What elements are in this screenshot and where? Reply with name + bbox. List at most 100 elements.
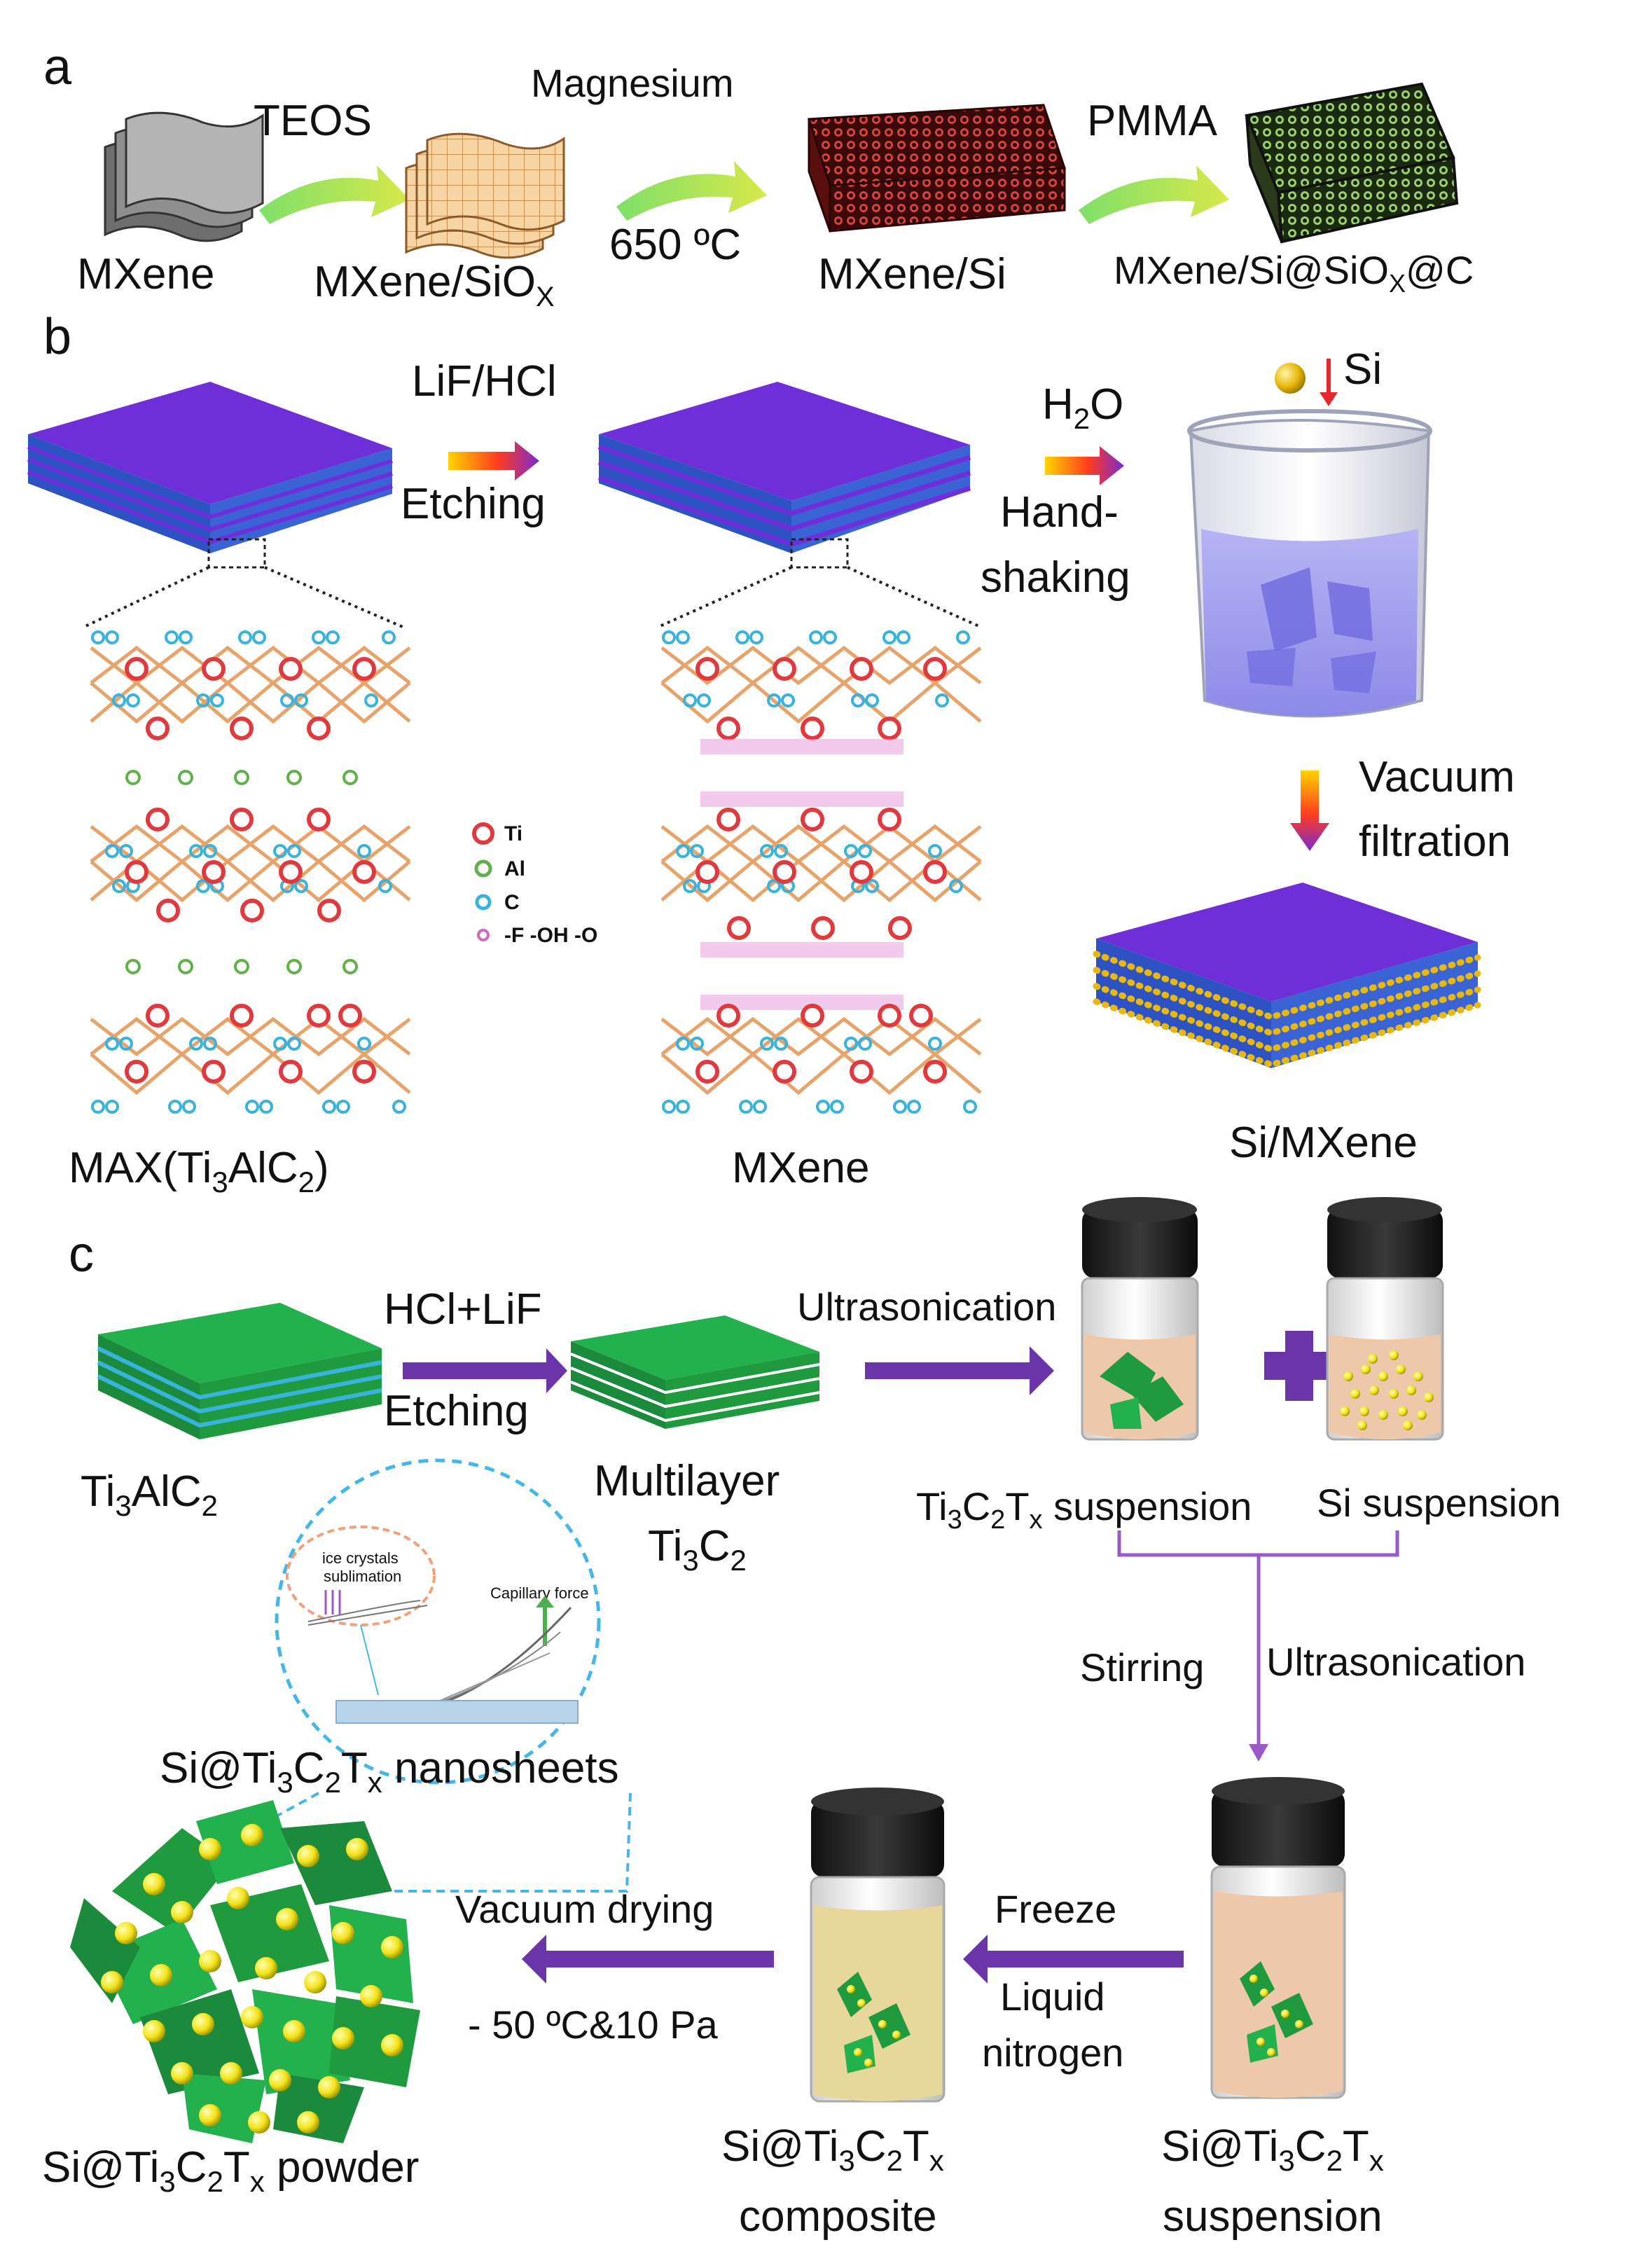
label-hand: Hand- <box>1000 488 1119 537</box>
legend-c-swatch <box>475 894 492 911</box>
label-vacuum-drying: Vacuum drying <box>455 1887 714 1931</box>
legend-al: Al <box>504 857 525 880</box>
inset-capillary-force: Capillary force <box>490 1584 589 1602</box>
label-nitrogen: nitrogen <box>982 2031 1123 2075</box>
label-ultrasonication-top: Ultrasonication <box>797 1285 1056 1329</box>
legend-ti: Ti <box>504 822 522 845</box>
panel-b: b LiF/HCl Etching H2O Hand <box>27 309 1515 1198</box>
label-mxene-a: MXene <box>77 250 214 298</box>
zoom-box-mxene <box>790 538 849 569</box>
inset-sublimation: sublimation <box>324 1568 401 1585</box>
panel-c-letter: c <box>69 1226 94 1282</box>
panel-a: a MXene TEOS MXene/SiOX Magnesium 650 ºC <box>43 39 1474 312</box>
mxene-block-2 <box>660 791 982 957</box>
mxene-block-3 <box>660 995 982 1114</box>
label-etching-b: Etching <box>401 480 546 528</box>
mxene-sheets-icon <box>104 111 264 242</box>
label-h2o: H2O <box>1042 380 1123 435</box>
max-block-2 <box>90 808 411 922</box>
label-ti3alc2: Ti3AlC2 <box>81 1467 218 1522</box>
legend-al-swatch <box>474 859 492 878</box>
label-650c: 650 ºC <box>609 221 741 269</box>
panel-c: c Ti3AlC2 HCl+LiF Etching Multilayer Ti3… <box>42 1197 1561 2241</box>
al-layer-2 <box>125 959 358 974</box>
label-composite: composite <box>739 2192 937 2241</box>
legend-ti-swatch <box>472 822 494 845</box>
label-suspension-formula: Si@Ti3C2Tx <box>1161 2122 1384 2177</box>
label-lif-hcl: LiF/HCl <box>412 357 557 406</box>
green-curved-arrow-2-icon <box>616 161 767 221</box>
label-mxene-si: MXene/Si <box>818 250 1006 298</box>
legend-f-oh-o: -F -OH -O <box>504 924 597 947</box>
fire-arrow-down-icon <box>1290 770 1329 851</box>
beaker-icon <box>1187 409 1432 718</box>
label-powder: Si@Ti3C2Tx powder <box>42 2143 419 2198</box>
label-etching-c: Etching <box>384 1387 529 1435</box>
zoom-line-max-right <box>264 566 403 628</box>
vial-composite-icon <box>810 1788 946 2103</box>
mxene-si-siox-c-slab-icon <box>1245 82 1459 244</box>
purple-arrow-left-1-icon <box>522 1935 774 1984</box>
label-liquid: Liquid <box>1000 1975 1105 2019</box>
mxene-si-slab-icon <box>807 104 1067 233</box>
label-mxene-siox: MXene/SiOX <box>314 258 555 312</box>
label-pmma: PMMA <box>1087 97 1218 145</box>
vial-si-suspension-icon <box>1326 1197 1444 1441</box>
max-layered-block-icon <box>27 382 393 553</box>
label-multilayer: Multilayer <box>594 1457 780 1505</box>
label-stirring: Stirring <box>1080 1645 1204 1689</box>
green-curved-arrow-1-icon <box>259 165 410 224</box>
purple-arrow-left-2-icon <box>963 1935 1184 1984</box>
inset-connector-right <box>392 1792 632 1893</box>
merge-bracket <box>1117 1530 1399 1748</box>
mxene-block-1 <box>660 630 982 754</box>
label-si-suspension: Si suspension <box>1317 1481 1561 1525</box>
ti3alc2-block-icon <box>97 1303 382 1439</box>
plus-icon <box>1264 1331 1334 1401</box>
zoom-line-mxene-left <box>658 566 792 628</box>
label-nanosheets: Si@Ti3C2Tx nanosheets <box>160 1744 619 1799</box>
atom-legend: Ti Al C -F -OH -O <box>472 822 597 947</box>
label-vacuum: Vacuum <box>1359 753 1515 801</box>
label-filtration: filtration <box>1359 817 1511 866</box>
al-layer-1 <box>125 770 358 785</box>
label-si-mxene: Si/MXene <box>1229 1119 1418 1167</box>
vial-suspension-icon <box>1210 1777 1346 2099</box>
purple-arrow-1-icon <box>403 1348 567 1393</box>
label-freeze: Freeze <box>995 1887 1116 1931</box>
label-max: MAX(Ti3AlC2) <box>69 1144 329 1198</box>
label-mxene-b: MXene <box>732 1144 869 1192</box>
label-ultrasonication: Ultrasonication <box>1266 1640 1525 1684</box>
max-block-1 <box>90 630 411 740</box>
zoom-line-max-left <box>83 566 209 628</box>
purple-arrow-2-icon <box>865 1346 1054 1395</box>
multilayer-ti3c2-icon <box>570 1315 820 1429</box>
fire-arrow-1-icon <box>448 441 539 480</box>
label-conditions: - 50 ºC&10 Pa <box>468 2003 719 2047</box>
inset-circle: ice crystals sublimation Capillary force <box>275 1458 601 1785</box>
inset-ice-crystals: ice crystals <box>322 1549 399 1567</box>
zoom-line-mxene-right <box>847 566 981 628</box>
green-curved-arrow-3-icon <box>1079 165 1229 224</box>
label-suspension: suspension <box>1163 2192 1383 2241</box>
max-block-3 <box>90 1004 411 1114</box>
label-magnesium: Magnesium <box>531 61 733 105</box>
label-ti3c2tx-suspension: Ti3C2Tx suspension <box>916 1484 1252 1535</box>
fire-arrow-2-icon <box>1045 446 1124 485</box>
label-teos: TEOS <box>254 97 372 145</box>
label-ti3c2: Ti3C2 <box>648 1522 747 1577</box>
si-drop-arrow-icon <box>1320 359 1338 406</box>
legend-f-swatch <box>477 929 490 941</box>
panel-b-letter: b <box>43 309 71 365</box>
vial-ti3c2tx-suspension-icon <box>1081 1197 1199 1441</box>
label-si-b: Si <box>1343 345 1382 394</box>
si-ti3c2tx-powder-icon <box>70 1800 420 2143</box>
label-hcl-lif: HCl+LiF <box>384 1285 542 1334</box>
si-mxene-film-icon <box>1093 883 1481 1068</box>
panel-a-letter: a <box>43 39 72 95</box>
mxene-layered-block-icon <box>597 382 971 553</box>
zoom-box-max <box>207 538 266 569</box>
legend-c: C <box>504 891 520 914</box>
merge-arrow-head-icon <box>1249 1744 1268 1762</box>
